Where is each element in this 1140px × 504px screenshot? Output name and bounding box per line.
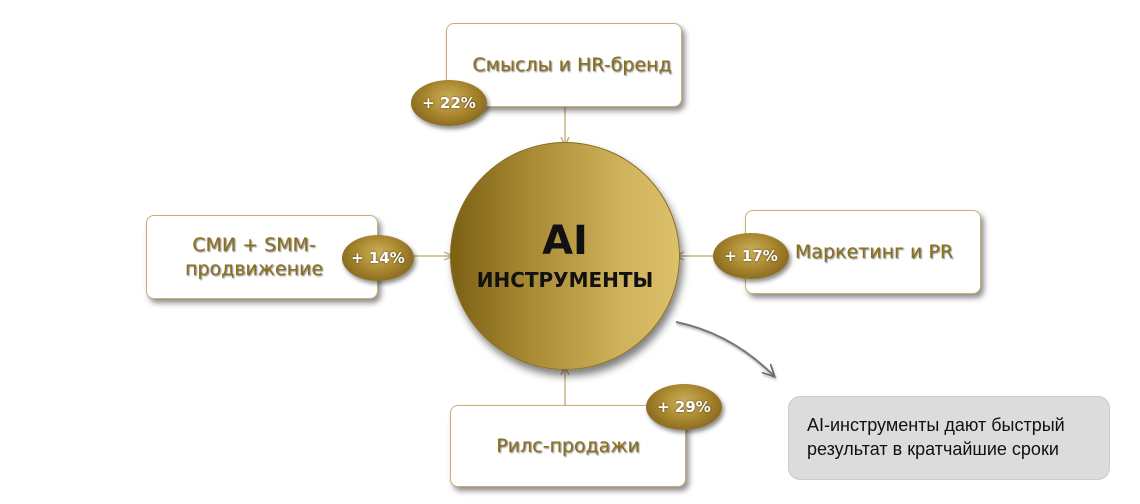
note-line-2: результат в кратчайшие сроки [807, 439, 1059, 459]
node-left-label-line2: продвижение [184, 258, 324, 280]
node-bottom: Рилс-продажи [450, 405, 686, 487]
arrow-to-note [675, 321, 774, 376]
node-left: СМИ + SMM- продвижение [146, 215, 378, 299]
node-top-label: Смыслы и HR-бренд [472, 54, 672, 76]
center-title: AI [542, 218, 588, 264]
node-bottom-label: Рилс-продажи [496, 435, 640, 457]
note-line-1: AI-инструменты дают быстрый [807, 415, 1065, 435]
center-subtitle: ИНСТРУМЕНТЫ [476, 268, 654, 292]
badge-top: + 22% [411, 80, 487, 126]
node-top: Смыслы и HR-бренд [446, 23, 682, 107]
badge-right-value: + 17% [724, 247, 778, 265]
badge-bottom-value: + 29% [657, 398, 711, 416]
badge-left: + 14% [342, 235, 414, 281]
badge-top-value: + 22% [422, 94, 476, 112]
node-left-label-line1: СМИ + SMM- [192, 234, 316, 256]
center-circle: AI ИНСТРУМЕНТЫ [450, 142, 680, 370]
node-right-label: Маркетинг и PR [794, 241, 954, 263]
badge-bottom: + 29% [646, 384, 722, 430]
note-box: AI-инструменты дают быстрый результат в … [788, 396, 1110, 480]
badge-right: + 17% [713, 233, 789, 279]
badge-left-value: + 14% [351, 249, 405, 267]
